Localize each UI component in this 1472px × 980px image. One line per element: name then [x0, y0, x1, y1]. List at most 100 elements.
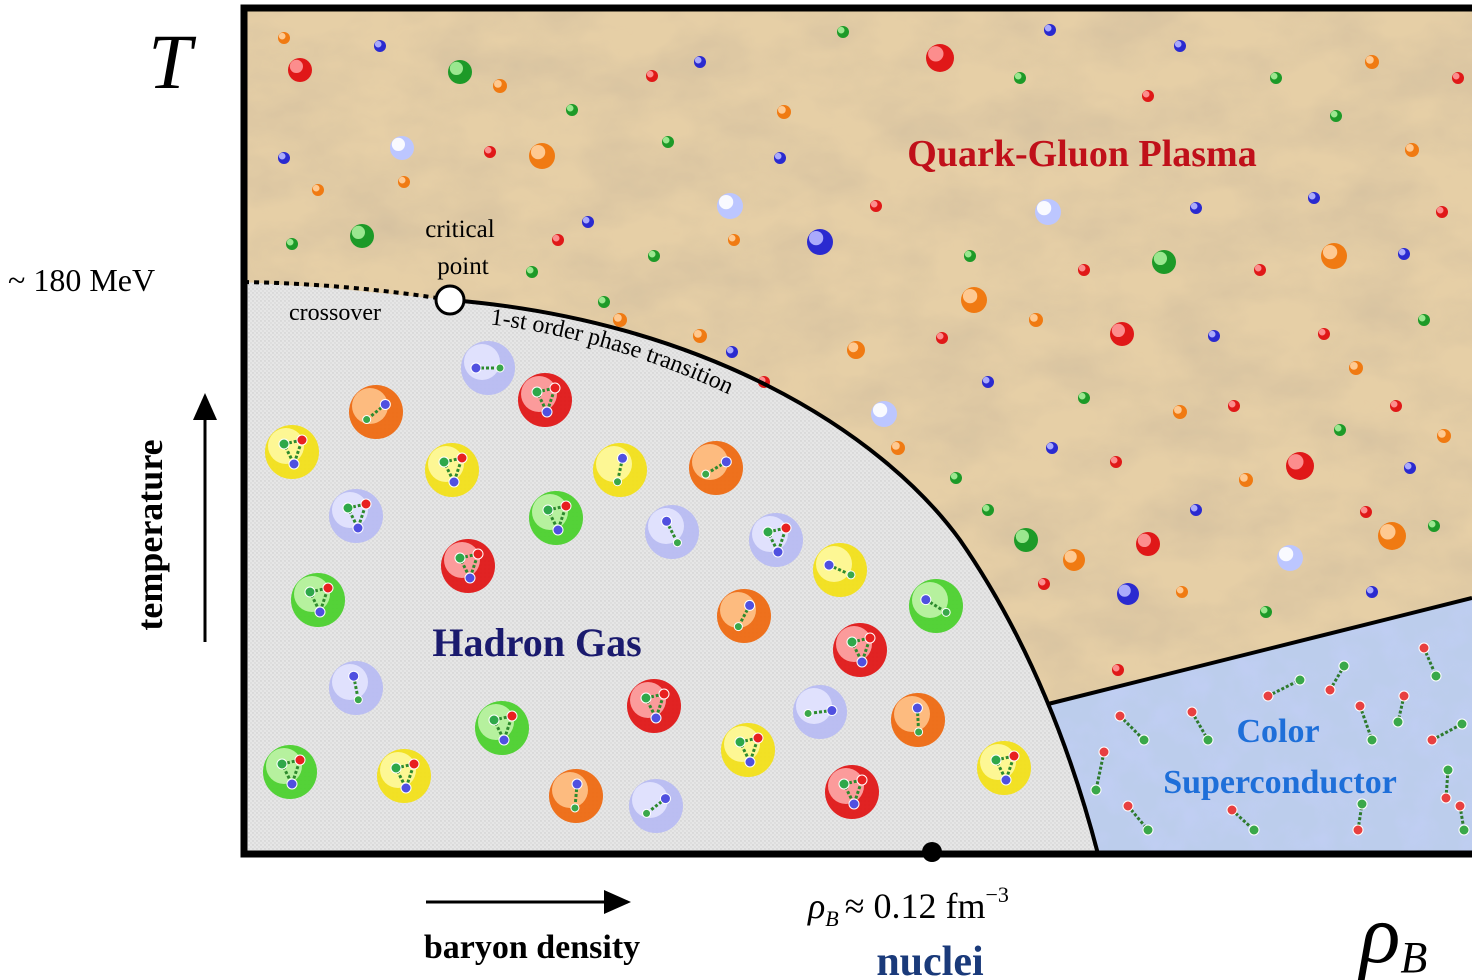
quark-highlight — [928, 46, 944, 62]
quark-highlight — [892, 442, 900, 450]
meson-hadron — [717, 589, 771, 643]
meson-hadron — [549, 769, 603, 823]
cooper-pair — [1186, 706, 1214, 746]
quark-highlight — [662, 136, 670, 144]
baryon-hadron — [825, 765, 879, 819]
color-superconductor-label-line2: Superconductor — [1163, 764, 1397, 801]
quark-highlight — [808, 230, 824, 246]
quark-highlight — [848, 342, 859, 353]
quark-highlight — [278, 32, 286, 40]
quark-highlight — [1064, 550, 1077, 563]
quark-highlight — [1228, 400, 1236, 408]
quark-highlight — [962, 288, 978, 304]
quark-highlight — [982, 376, 990, 384]
quark-highlight — [1137, 533, 1151, 548]
baryon-hadron — [291, 573, 345, 627]
quark-highlight — [1111, 323, 1125, 337]
quark-highlight — [484, 146, 492, 154]
qgp-quark-gluon-particles — [278, 24, 1464, 676]
baryon-hadron — [475, 701, 529, 755]
quark-highlight — [1208, 330, 1216, 338]
quark-highlight — [1390, 400, 1398, 408]
quark-highlight — [837, 26, 845, 34]
meson-hadron — [593, 443, 647, 497]
baryon-hadron — [329, 489, 383, 543]
meson-hadron — [793, 685, 847, 739]
first-order-transition-line — [449, 298, 1100, 855]
baryon-density-axis-label: baryon density — [424, 929, 640, 966]
baryon-hadron — [263, 745, 317, 799]
quark-highlight — [1038, 578, 1046, 586]
quark-highlight — [1438, 430, 1446, 438]
plot-frame — [240, 4, 1472, 858]
meson-hadron — [689, 441, 743, 495]
quark-highlight — [312, 184, 320, 192]
quark-highlight — [1174, 406, 1182, 414]
color-superconductor-label-line1: Color — [1236, 713, 1319, 750]
quark-highlight — [1142, 90, 1150, 98]
nuclei-density-value: ρB≈ 0.12 fm−3 — [807, 882, 1009, 931]
quark-highlight — [374, 40, 382, 48]
hadron-gas-label: Hadron Gas — [432, 620, 641, 665]
baryon-hadron — [833, 623, 887, 677]
cooper-pair — [1114, 710, 1150, 746]
quark-highlight — [694, 56, 702, 64]
density-axis-symbol: ρB — [1357, 888, 1427, 980]
quark-highlight — [1366, 56, 1374, 64]
cooper-pair — [1426, 718, 1468, 746]
hadron-gas-region — [244, 282, 1098, 854]
meson-hadron — [629, 779, 683, 833]
nuclei-label: nuclei — [876, 939, 984, 980]
quark-highlight — [726, 346, 734, 354]
quark-highlight — [1254, 264, 1262, 272]
baryon-hadron — [977, 741, 1031, 795]
color-superconductor-boundary — [1047, 596, 1472, 706]
temperature-axis-label: temperature — [130, 439, 170, 630]
quark-highlight — [278, 152, 286, 160]
quark-highlight — [526, 266, 534, 274]
critical-point-label-line1: critical — [425, 216, 494, 243]
baryon-hadron — [265, 425, 319, 479]
quark-highlight — [391, 137, 405, 151]
cooper-pair — [1392, 690, 1410, 728]
quark-highlight — [1428, 520, 1436, 528]
quark-highlight — [982, 504, 990, 512]
quark-highlight — [1322, 244, 1338, 260]
quark-highlight — [286, 238, 294, 246]
baryon-hadron — [749, 513, 803, 567]
quark-highlight — [566, 104, 574, 112]
quark-highlight — [1308, 192, 1316, 200]
quark-highlight — [1366, 586, 1374, 594]
cooper-pair — [1454, 800, 1470, 836]
cooper-pair — [1226, 804, 1260, 836]
meson-hadron — [891, 693, 945, 747]
quark-highlight — [964, 250, 972, 258]
cooper-pair — [1262, 674, 1306, 702]
qgp-label: Quark-Gluon Plasma — [907, 133, 1256, 175]
meson-hadron — [461, 341, 515, 395]
quark-highlight — [1380, 524, 1396, 540]
quark-highlight — [1044, 24, 1052, 32]
cooper-pair — [1324, 660, 1350, 696]
quark-highlight — [1270, 72, 1278, 80]
quark-highlight — [530, 144, 546, 160]
quark-highlight — [1014, 72, 1022, 80]
baryon-hadron — [721, 723, 775, 777]
cooper-pair-particles — [1090, 642, 1470, 836]
quark-highlight — [1398, 248, 1406, 256]
quark-highlight — [774, 152, 782, 160]
quark-highlight — [449, 61, 463, 75]
meson-hadron — [645, 505, 699, 559]
quark-highlight — [1078, 392, 1086, 400]
baryon-hadron — [425, 443, 479, 497]
crossover-dotted-line — [243, 280, 451, 302]
temperature-tick-label: ~ 180 MeV — [8, 262, 155, 298]
quark-highlight — [598, 296, 606, 304]
quark-highlight — [398, 176, 406, 184]
cooper-pair — [1352, 798, 1368, 836]
quark-highlight — [1334, 424, 1342, 432]
quark-highlight — [1036, 200, 1052, 216]
quark-highlight — [1360, 506, 1368, 514]
quark-highlight — [778, 106, 786, 114]
